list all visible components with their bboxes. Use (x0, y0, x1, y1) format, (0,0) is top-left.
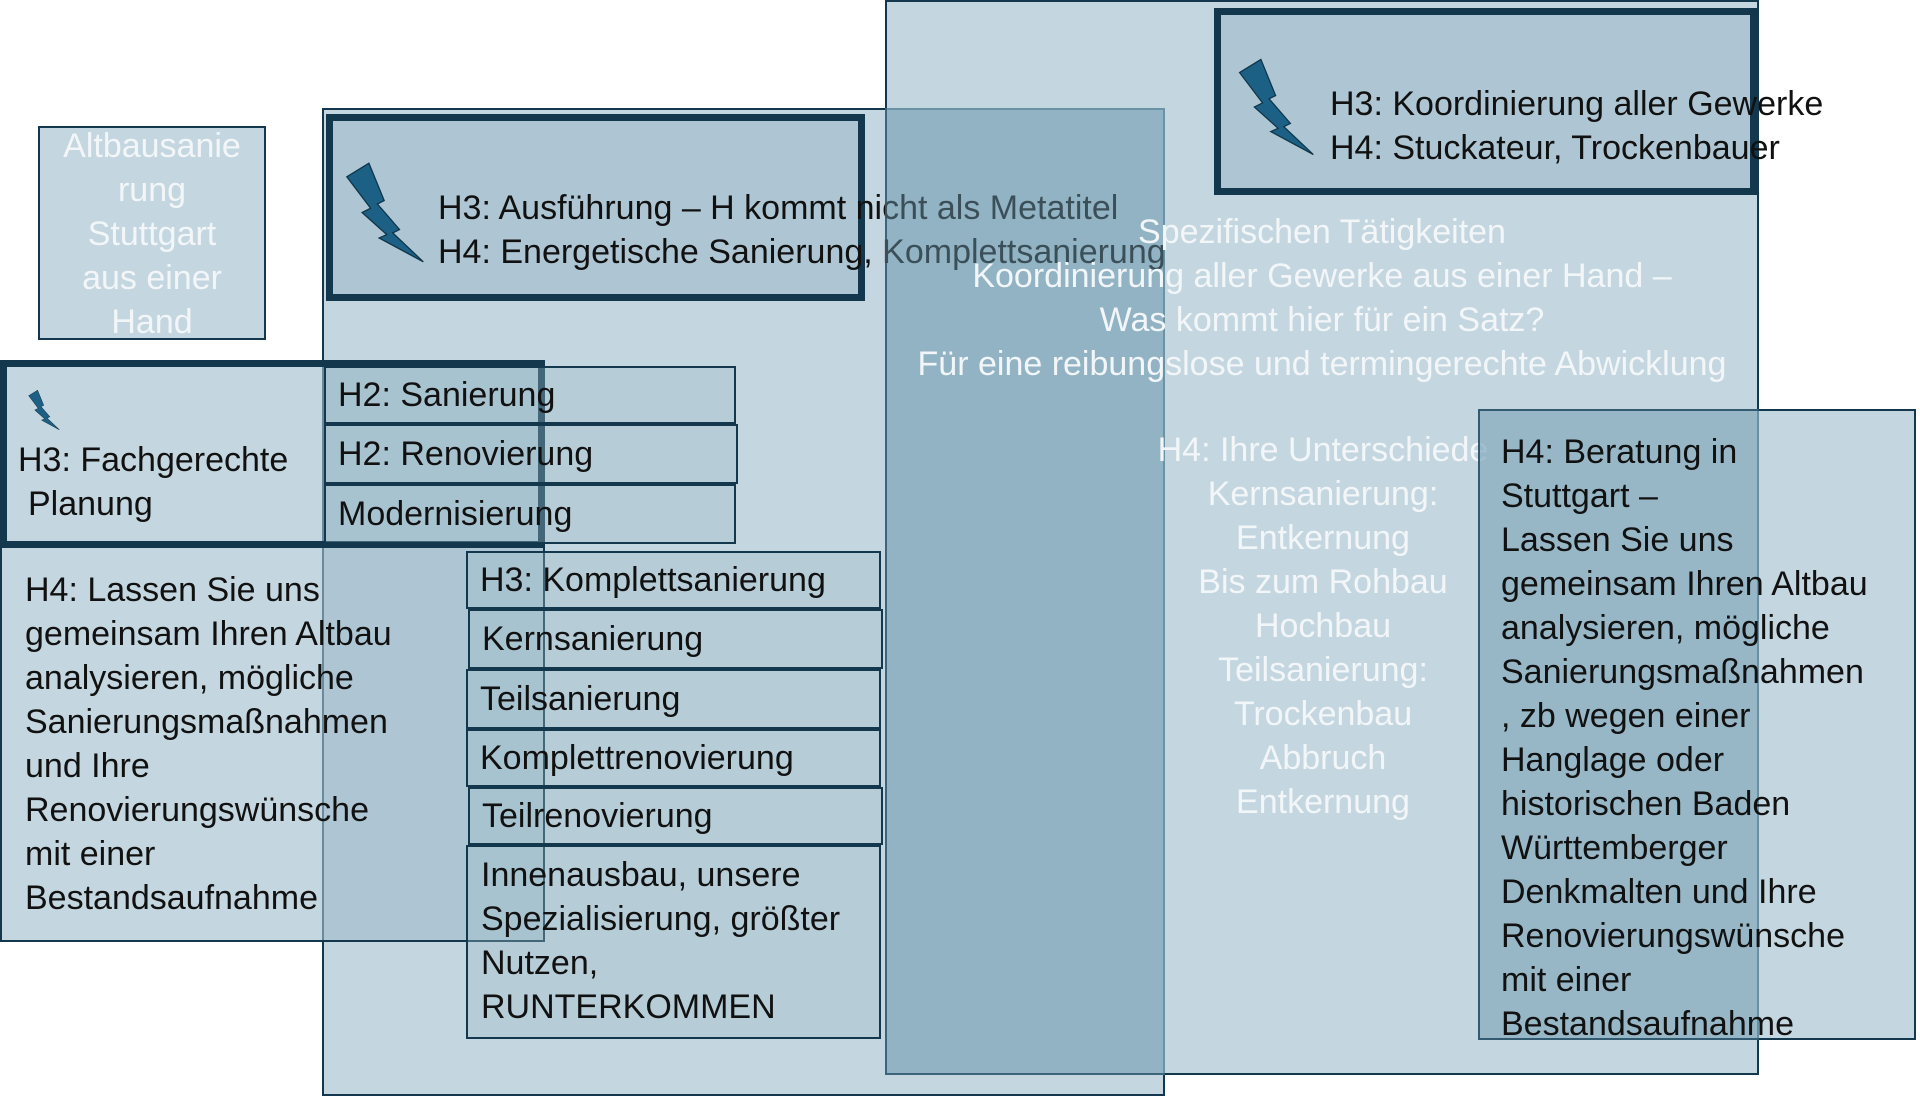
title-line: rung (117, 171, 187, 209)
coordination-h4: H4: Stuckateur, Trockenbauer (1330, 129, 1780, 167)
title-line: Hand (111, 303, 193, 341)
differences-line: Entkernung (1236, 519, 1410, 557)
specific-line: Was kommt hier für ein Satz? (1099, 301, 1545, 339)
differences-text: H4: Ihre Unterschiede Kernsanierung: Ent… (1123, 428, 1523, 824)
consulting-line: Sanierungsmaßnahmen (1501, 653, 1864, 691)
consulting-line: Renovierungswünsche (1501, 917, 1845, 955)
planning-h3-line: Planung (28, 485, 153, 523)
innenausbau-line: Nutzen, (481, 944, 599, 982)
title-line: Altbausanie (63, 127, 241, 165)
planning-panel (0, 360, 545, 942)
list-item-komplettrenovierung: Komplettrenovierung (466, 729, 881, 787)
consulting-box (1478, 409, 1916, 1040)
consulting-line: , zb wegen einer (1501, 697, 1751, 735)
planning-h4-line: Bestandsaufnahme (25, 879, 318, 917)
planning-h4-line: und Ihre (25, 747, 150, 785)
differences-line: H4: Ihre Unterschiede (1157, 431, 1489, 469)
consulting-line: Denkmalten und Ihre (1501, 873, 1817, 911)
planning-header-box (0, 360, 545, 548)
consulting-overlap (1478, 409, 1759, 1040)
differences-line: Entkernung (1236, 783, 1410, 821)
planning-h4-line: Sanierungsmaßnahmen (25, 703, 388, 741)
list-item-kernsanierung: Kernsanierung (468, 609, 883, 669)
lightning-bolt-icon-svg (345, 162, 424, 263)
differences-line: Abbruch (1259, 739, 1387, 777)
planning-h4-line: analysieren, mögliche (25, 659, 354, 697)
list-item-modernisierung: Modernisierung (324, 484, 736, 544)
planning-h4-line: mit einer (25, 835, 156, 873)
lightning-bolt-icon (340, 160, 425, 265)
differences-line: Teilsanierung: (1218, 651, 1428, 689)
specific-line: Für eine reibungslose und termingerechte… (917, 345, 1727, 383)
planning-h3: H3: Fachgerechte Planung (18, 438, 288, 526)
innenausbau-line: Innenausbau, unsere (481, 856, 801, 894)
planning-h3-line: H3: Fachgerechte (18, 441, 289, 479)
consulting-line: mit einer (1501, 961, 1632, 999)
specific-line: Koordinierung aller Gewerke aus einer Ha… (972, 257, 1672, 295)
consulting-line: historischen Baden (1501, 785, 1791, 823)
planning-h4-line: Renovierungswünsche (25, 791, 369, 829)
list-item-teilrenovierung: Teilrenovierung (468, 787, 883, 845)
innenausbau-text: Innenausbau, unsere Spezialisierung, grö… (481, 853, 840, 1029)
title-box (38, 126, 266, 340)
consulting-line: Hanglage oder (1501, 741, 1725, 779)
overlap-strip (885, 108, 1165, 1075)
execution-h4: H4: Energetische Sanierung, Komplettsani… (438, 233, 1166, 271)
consulting-line: Stuttgart – (1501, 477, 1658, 515)
coordination-h3: H3: Koordinierung aller Gewerke (1330, 85, 1824, 123)
consulting-line: analysieren, mögliche (1501, 609, 1830, 647)
title-line: aus einer (82, 259, 222, 297)
differences-line: Trockenbau (1233, 695, 1413, 733)
differences-line: Hochbau (1254, 607, 1392, 645)
list-item-h2-sanierung: H2: Sanierung (324, 366, 736, 424)
specific-activities: Spezifischen Tätigkeiten Koordinierung a… (885, 210, 1759, 386)
planning-h4-line: gemeinsam Ihren Altbau (25, 615, 392, 653)
title-line: Stuttgart (87, 215, 217, 253)
consulting-line: Lassen Sie uns (1501, 521, 1734, 559)
list-item-komplettsanierung: H3: Komplettsanierung (466, 551, 881, 609)
innenausbau-line: RUNTERKOMMEN (481, 988, 776, 1026)
consulting-text: H4: Beratung in Stuttgart – Lassen Sie u… (1501, 430, 1868, 1046)
execution-h3: H3: Ausführung – H kommt nicht als Metat… (438, 189, 1119, 227)
lightning-bolt-icon (26, 388, 60, 432)
execution-box (326, 114, 865, 301)
lightning-bolt-icon (1233, 54, 1315, 160)
coordination-box (1214, 8, 1757, 195)
planning-h4: H4: Lassen Sie uns gemeinsam Ihren Altba… (25, 568, 392, 920)
differences-line: Bis zum Rohbau (1198, 563, 1448, 601)
consulting-line: gemeinsam Ihren Altbau (1501, 565, 1868, 603)
innenausbau-line: Spezialisierung, größter (481, 900, 841, 938)
list-item-teilsanierung: Teilsanierung (466, 669, 881, 729)
lightning-bolt-icon-svg (28, 389, 60, 430)
list-item-h2-renovierung: H2: Renovierung (324, 424, 738, 484)
consulting-line: Bestandsaufnahme (1501, 1005, 1794, 1043)
innenausbau-box (466, 845, 881, 1039)
differences-line: Kernsanierung: (1207, 475, 1439, 513)
title-box-text: Altbausanie rung Stuttgart aus einer Han… (38, 124, 266, 344)
specific-line: Spezifischen Tätigkeiten (1138, 213, 1506, 251)
consulting-line: Württemberger (1501, 829, 1728, 867)
lightning-bolt-icon-svg (1238, 58, 1314, 156)
planning-h4-line: H4: Lassen Sie uns (25, 571, 320, 609)
consulting-line: H4: Beratung in (1501, 433, 1738, 471)
